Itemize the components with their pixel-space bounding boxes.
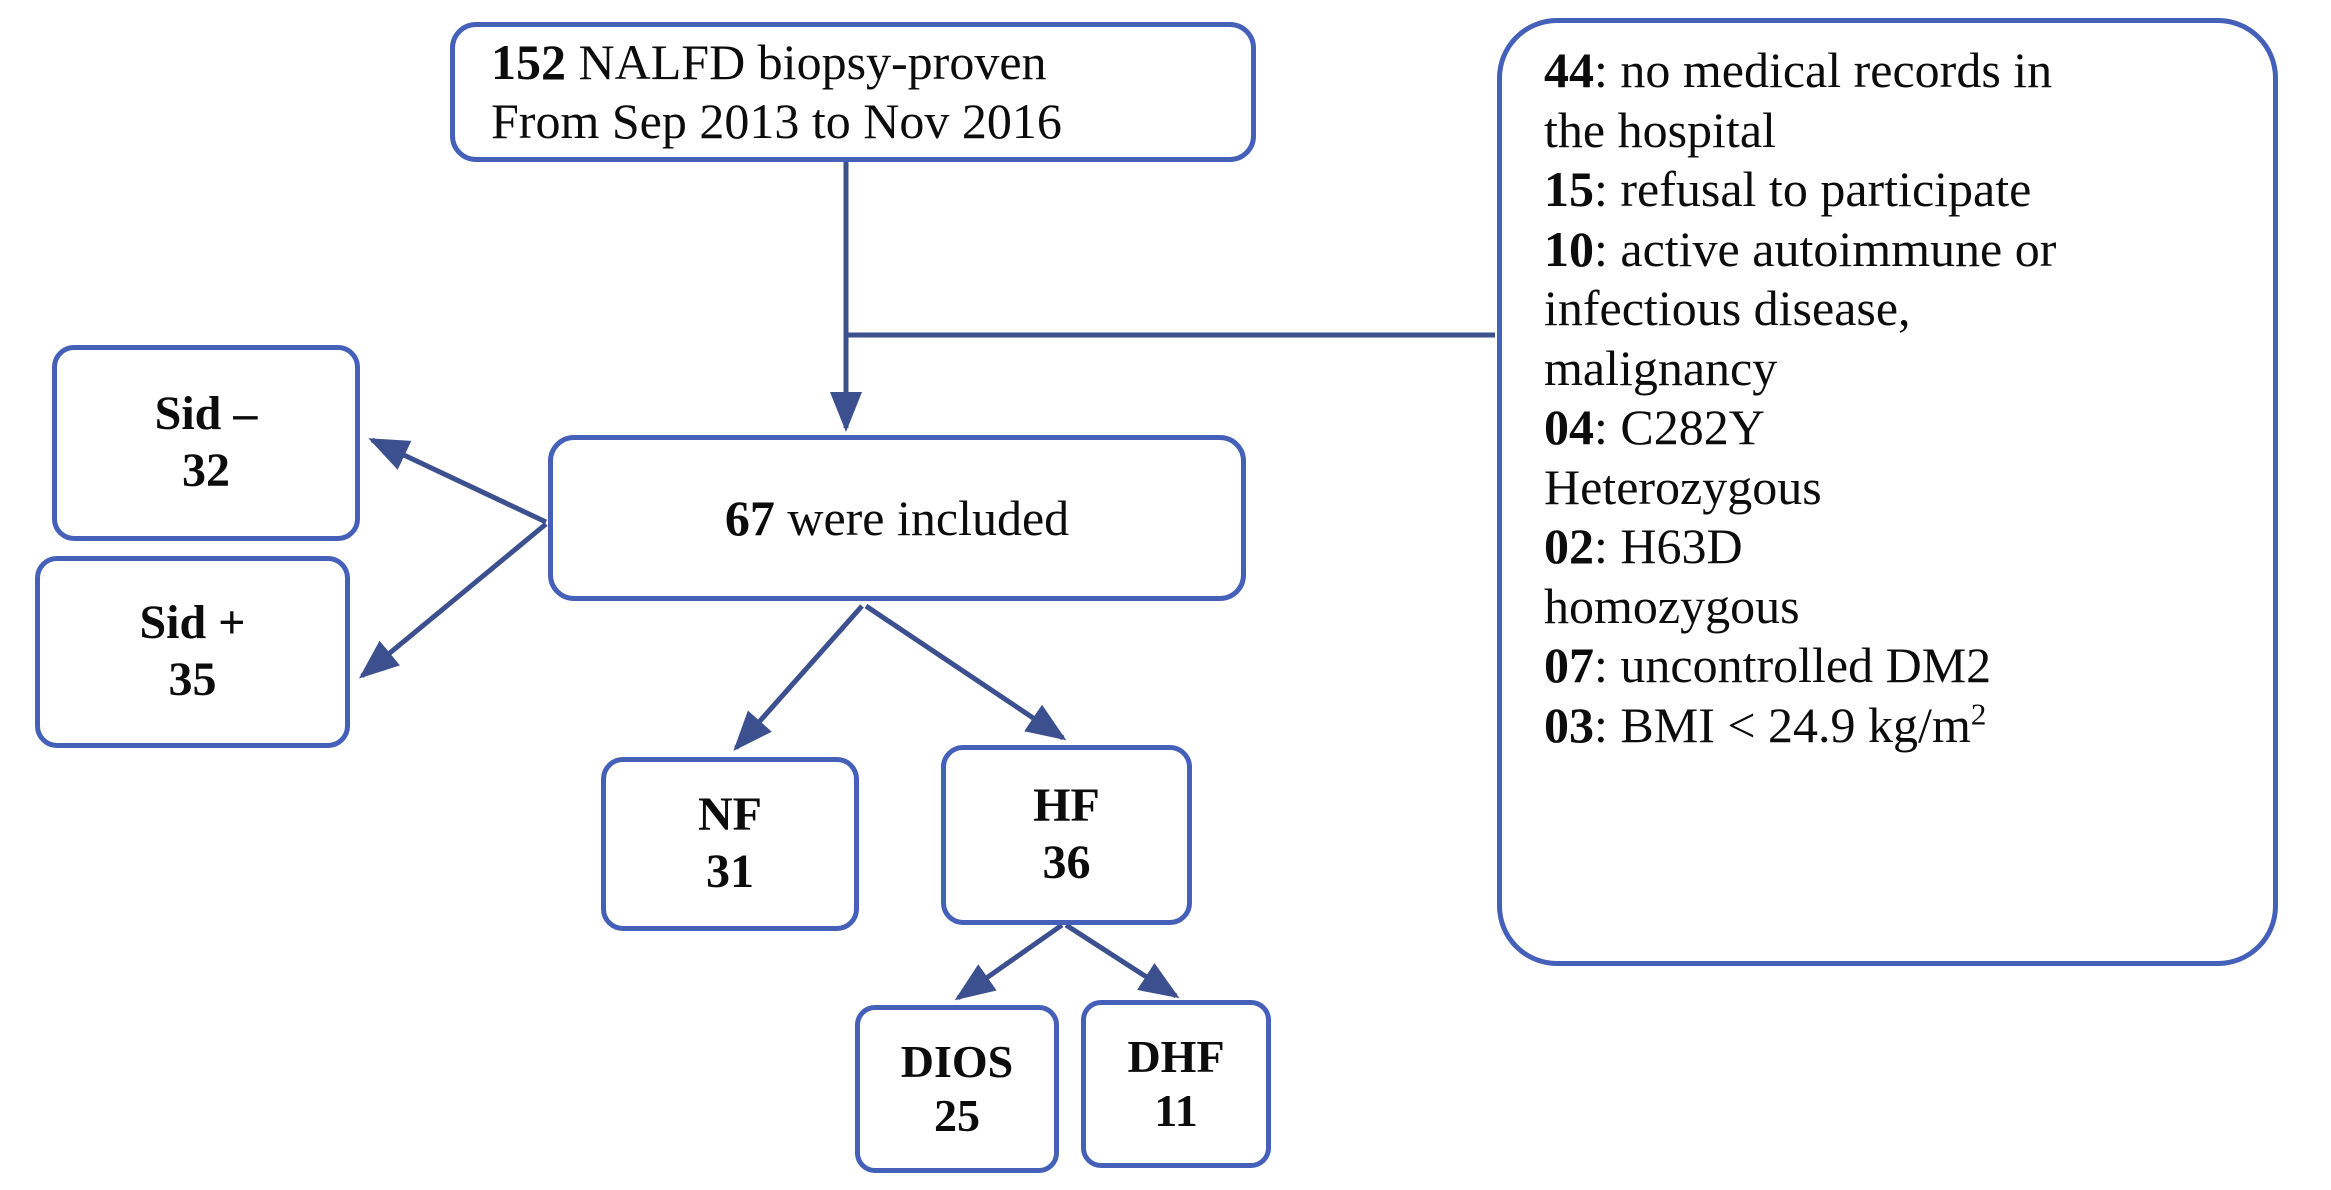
- exclusion-reason: Heterozygous: [1544, 458, 1822, 515]
- exclusion-item: 04: C282Y: [1544, 398, 1765, 458]
- hf-value: 36: [1042, 836, 1091, 889]
- included-line: 67 were included: [725, 489, 1069, 548]
- node-dios[interactable]: DIOS 25: [855, 1005, 1059, 1173]
- edge-included-to-sid-neg: [368, 437, 548, 525]
- exclusion-reason: infectious disease,: [1544, 280, 1911, 336]
- exclusion-count: 10: [1544, 220, 1594, 277]
- dhf-value: 11: [1154, 1085, 1198, 1136]
- exclusion-item: 07: uncontrolled DM2: [1544, 636, 1991, 696]
- dios-value: 25: [934, 1090, 980, 1141]
- nf-label: NF: [698, 788, 762, 842]
- exclusion-item: 02: H63D: [1544, 517, 1743, 577]
- exclusion-item: 10: active autoimmune or: [1544, 220, 2056, 280]
- sid-neg-label: Sid –: [154, 387, 258, 441]
- sid-pos-value: 35: [168, 653, 217, 706]
- exclusion-reason: the hospital: [1544, 101, 1776, 158]
- exclusion-reason: : refusal to participate: [1594, 161, 2032, 217]
- exclusion-reason: : no medical records in: [1594, 42, 2053, 98]
- exclusion-item: malignancy: [1544, 339, 1777, 399]
- included-label: were included: [774, 489, 1070, 546]
- node-source-population[interactable]: 152 NALFD biopsy-proven From Sep 2013 to…: [450, 22, 1256, 162]
- sid-neg-value: 32: [182, 444, 230, 497]
- exclusion-reason-superscript: 2: [1970, 695, 1987, 731]
- exclusion-count: 15: [1544, 161, 1594, 217]
- edge-included-to-sid-pos: [358, 522, 548, 679]
- nf-value: 31: [706, 845, 754, 898]
- sid-pos-label: Sid +: [139, 596, 246, 650]
- exclusion-item: 44: no medical records in: [1544, 41, 2052, 101]
- node-siderosis-positive[interactable]: Sid + 35: [35, 556, 350, 748]
- exclusion-count: 03: [1544, 696, 1594, 753]
- exclusion-reason: : BMI < 24.9 kg/m: [1594, 696, 1971, 753]
- exclusion-item: homozygous: [1544, 577, 1800, 637]
- edge-hf-to-dhf: [1064, 922, 1180, 999]
- exclusion-reason: : C282Y: [1594, 399, 1765, 455]
- source-count: 152: [491, 34, 566, 90]
- exclusion-item: 03: BMI < 24.9 kg/m2: [1544, 696, 1986, 756]
- hf-label: HF: [1033, 779, 1100, 833]
- node-high-ferritin[interactable]: HF 36: [941, 745, 1192, 925]
- exclusion-reason: malignancy: [1544, 339, 1778, 396]
- source-line-1: 152 NALFD biopsy-proven: [491, 33, 1047, 92]
- edge-hf-to-dios: [954, 922, 1064, 1001]
- dhf-label: DHF: [1127, 1030, 1225, 1082]
- exclusion-count: 07: [1544, 637, 1594, 693]
- exclusion-count: 02: [1544, 518, 1594, 574]
- node-normal-ferritin[interactable]: NF 31: [601, 757, 859, 931]
- edge-included-to-hf: [864, 603, 1067, 741]
- source-label: NALFD biopsy-proven: [566, 34, 1047, 90]
- exclusion-reason: : active autoimmune or: [1594, 220, 2057, 277]
- node-exclusion-reasons[interactable]: 44: no medical records in the hospital 1…: [1497, 18, 2278, 966]
- exclusion-reason: : uncontrolled DM2: [1594, 637, 1992, 693]
- exclusion-count: 04: [1544, 399, 1594, 455]
- source-line-2: From Sep 2013 to Nov 2016: [491, 93, 1062, 149]
- exclusion-item: the hospital: [1544, 101, 1776, 161]
- exclusion-reason: : H63D: [1594, 518, 1743, 574]
- exclusion-item: infectious disease,: [1544, 279, 1911, 339]
- dios-label: DIOS: [900, 1035, 1014, 1087]
- edge-included-to-nf: [733, 604, 864, 751]
- exclusion-count: 44: [1544, 42, 1594, 98]
- exclusion-item: 15: refusal to participate: [1544, 160, 2031, 220]
- exclusion-reason: homozygous: [1544, 577, 1800, 634]
- node-included-population[interactable]: 67 were included: [548, 435, 1246, 601]
- exclusion-item: Heterozygous: [1544, 458, 1822, 518]
- included-count: 67: [724, 489, 775, 546]
- node-dhf[interactable]: DHF 11: [1081, 1000, 1271, 1168]
- node-siderosis-negative[interactable]: Sid – 32: [52, 345, 360, 541]
